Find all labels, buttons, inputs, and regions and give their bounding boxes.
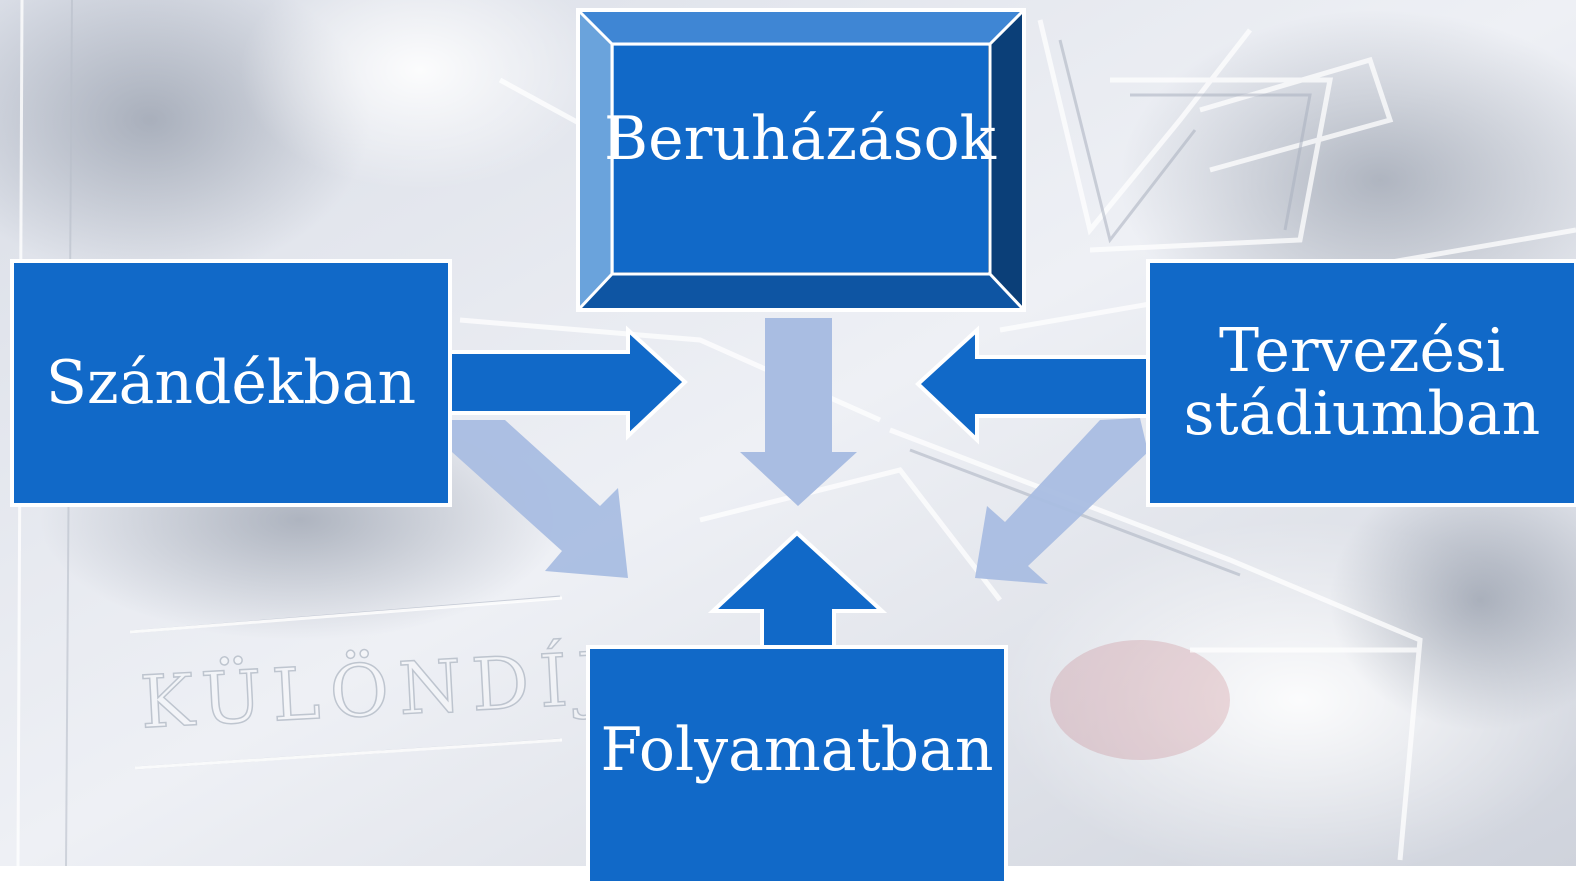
down-arrow-icon [740,318,857,506]
node-bottom: Folyamatban [586,645,1008,885]
arrows-layer [443,318,1154,652]
diagonal-arrow-right-icon [975,418,1148,584]
diagonal-arrow-left-icon [452,420,628,578]
node-top-label: Beruházások [604,104,996,174]
node-right-label-line2: stádiumban [1183,379,1541,449]
node-left-label: Szándékban [45,347,417,418]
node-top: Beruházások [604,46,996,272]
node-right-label-line1: Tervezési [1218,316,1506,386]
right-arrow-icon [443,325,688,441]
up-arrow-icon [707,530,888,652]
node-left: Szándékban [10,259,452,507]
node-bottom-label: Folyamatban [600,714,994,785]
left-arrow-icon [915,325,1154,445]
node-right: Tervezési stádiumban [1146,259,1576,507]
